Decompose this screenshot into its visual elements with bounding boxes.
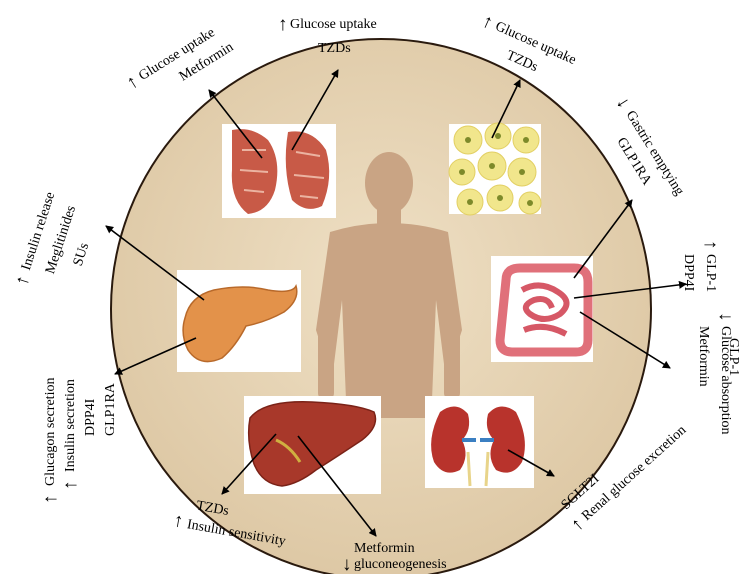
svg-text:Glucagon secretion: Glucagon secretion [43,378,58,486]
label-pancreas-glp1ra: ↑ Glucagon secretion ↑ Insulin secretion… [40,378,118,504]
label-gut-dpp4i: ↑ GLP-1 DPP4I [681,240,721,292]
svg-text:GLP-1: GLP-1 [703,254,718,292]
svg-text:Glucose uptake: Glucose uptake [290,17,377,32]
svg-text:Metformin: Metformin [354,541,415,556]
svg-text:DPP4I: DPP4I [681,254,696,292]
up-arrow-icon: ↑ [11,273,34,289]
down-arrow-icon: ↓ [342,554,352,574]
svg-text:Metformin: Metformin [696,326,711,387]
svg-text:GLP1RA: GLP1RA [103,382,118,436]
fat-cells-image [449,123,541,215]
kidney-image [425,396,534,488]
up-arrow-icon: ↑ [172,510,185,532]
muscle-image [222,124,336,218]
svg-text:TZDs: TZDs [318,41,351,56]
down-arrow-icon: ↓ [715,312,736,322]
svg-text:Insulin secretion: Insulin secretion [63,379,78,472]
liver-image [244,396,381,494]
up-arrow-icon: ↑ [40,495,61,505]
label-cut-edge: GLP-1 [726,338,741,376]
down-arrow-icon: ↓ [612,93,635,112]
label-pancreas-sus: ↑ Insulin release Meglitinides SUs [11,189,104,302]
svg-text:gluconeogenesis: gluconeogenesis [354,557,447,572]
up-arrow-icon: ↑ [700,240,721,250]
pancreas-image [177,270,301,372]
svg-text:SUs: SUs [71,241,92,268]
up-arrow-icon: ↑ [60,481,81,491]
up-arrow-icon: ↑ [278,14,288,35]
svg-text:DPP4I: DPP4I [83,398,98,436]
